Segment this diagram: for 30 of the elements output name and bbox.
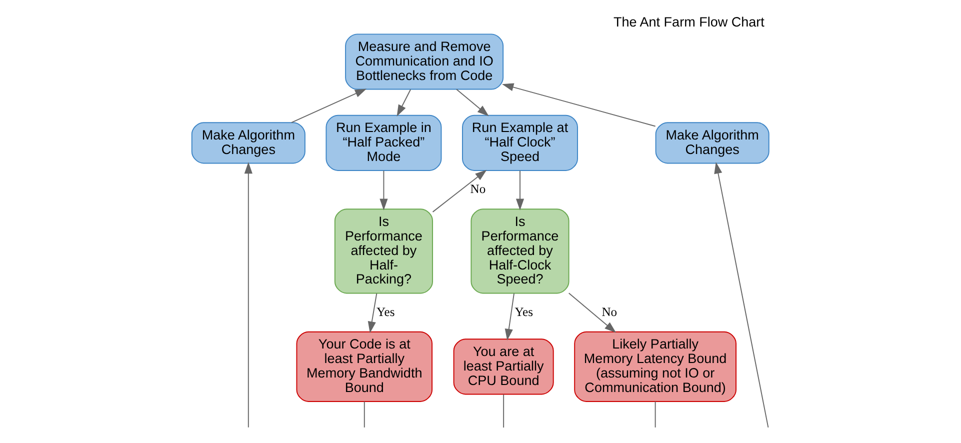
edge-label: Yes bbox=[514, 304, 532, 319]
node-box: Measure and Remove Communication and IO Bottlenecks from Code bbox=[344, 34, 504, 90]
arrow bbox=[568, 292, 616, 333]
node-box: Is Performance affected by Half-Packing? bbox=[334, 208, 433, 294]
node-box: Make Algorithm Changes bbox=[654, 122, 769, 164]
arrow bbox=[396, 89, 411, 116]
connector bbox=[654, 401, 656, 428]
node-box: Your Code is at least Partially Memory Bandwidth Bound bbox=[296, 331, 432, 402]
arrow bbox=[714, 162, 768, 428]
node-box: Is Performance affected by Half-Clock Speed? bbox=[470, 208, 569, 294]
arrow bbox=[379, 170, 388, 210]
node-box: Likely Partially Memory Latency Bound (assuming not IO or Communication Bound) bbox=[574, 331, 736, 402]
arrow bbox=[515, 170, 524, 210]
node-box: Run Example at “Half Clock” Speed bbox=[462, 114, 578, 171]
edge-label: No bbox=[601, 304, 617, 319]
arrow bbox=[455, 88, 488, 116]
arrow bbox=[501, 83, 656, 127]
arrow bbox=[367, 292, 377, 334]
arrow bbox=[432, 170, 486, 212]
edge-label: Yes bbox=[376, 304, 394, 319]
arrow bbox=[504, 292, 514, 341]
arrow bbox=[290, 88, 366, 124]
node-box: Make Algorithm Changes bbox=[190, 122, 305, 164]
connector bbox=[363, 401, 364, 428]
arrow bbox=[244, 162, 252, 428]
edge-label: No bbox=[470, 182, 486, 196]
connector bbox=[502, 394, 504, 428]
node-box: Run Example in “Half Packed” Mode bbox=[325, 114, 442, 171]
node-box: You are at least Partially CPU Bound bbox=[452, 338, 554, 395]
diagram-title: The Ant Farm Flow Chart bbox=[612, 14, 764, 30]
